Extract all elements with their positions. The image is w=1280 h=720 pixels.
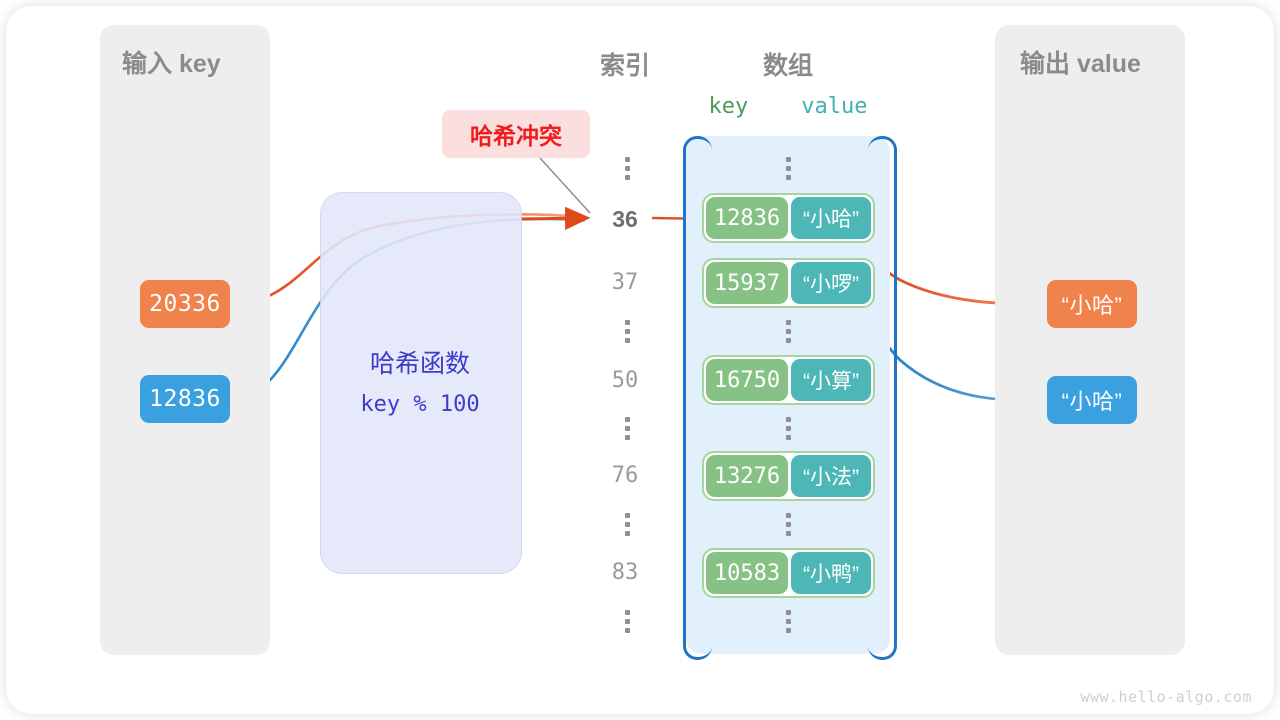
output-panel — [995, 25, 1185, 655]
output-value-label-0: “小哈” — [1061, 293, 1123, 318]
watermark: www.hello-algo.com — [1080, 688, 1252, 706]
array-ellipsis-0 — [781, 157, 795, 180]
array-bracket-left — [683, 136, 712, 660]
key-value-subheader: key value — [700, 94, 876, 119]
entry-value-36: “小哈” — [790, 197, 871, 239]
index-label-37: 37 — [611, 270, 639, 295]
entry-key-37: 15937 — [706, 262, 788, 304]
collision-badge: 哈希冲突 — [442, 110, 590, 158]
entry-key-50: 16750 — [706, 359, 788, 401]
hash-function-label: 哈希函数 — [369, 350, 470, 378]
hash-function-formula: key % 100 — [360, 392, 480, 417]
array-ellipsis-4 — [781, 610, 795, 633]
input-key-label-1: 12836 — [149, 386, 221, 412]
output-value-chip-0[interactable]: “小哈” — [1047, 280, 1137, 328]
input-key-chip-0[interactable]: 20336 — [140, 280, 230, 328]
array-entry-36[interactable]: 12836 “小哈” — [702, 193, 875, 243]
array-ellipsis-1 — [781, 320, 795, 343]
output-value-chip-1[interactable]: “小哈” — [1047, 376, 1137, 424]
array-entry-83[interactable]: 10583 “小鸭” — [702, 548, 875, 598]
array-column-header: 数组 — [762, 52, 813, 80]
entry-value-83: “小鸭” — [790, 552, 871, 594]
input-key-label-0: 20336 — [149, 291, 221, 317]
index-label-76: 76 — [611, 463, 639, 488]
entry-value-50: “小算” — [790, 359, 871, 401]
entry-value-76: “小法” — [790, 455, 871, 497]
array-entry-50[interactable]: 16750 “小算” — [702, 355, 875, 405]
index-ellipsis-2 — [620, 417, 634, 440]
input-key-chip-1[interactable]: 12836 — [140, 375, 230, 423]
collision-badge-label: 哈希冲突 — [470, 123, 562, 149]
collision-leader-line — [539, 157, 591, 214]
index-label-83: 83 — [611, 560, 639, 585]
output-panel-title: 输出 value — [1020, 50, 1141, 78]
array-bracket-right — [868, 136, 897, 660]
index-ellipsis-1 — [620, 320, 634, 343]
entry-value-37: “小啰” — [790, 262, 871, 304]
array-ellipsis-3 — [781, 513, 795, 536]
array-entry-37[interactable]: 15937 “小啰” — [702, 258, 875, 308]
entry-key-76: 13276 — [706, 455, 788, 497]
index-label-36: 36 — [612, 206, 638, 232]
index-ellipsis-4 — [620, 610, 634, 633]
index-ellipsis-3 — [620, 513, 634, 536]
input-panel — [100, 25, 270, 655]
flow-arrow-to-index-36 — [519, 206, 591, 231]
value-subheader-label: value — [801, 94, 868, 119]
entry-key-36: 12836 — [706, 197, 788, 239]
hash-function-box — [320, 192, 522, 574]
array-entry-76[interactable]: 13276 “小法” — [702, 451, 875, 501]
index-column-header: 索引 — [599, 52, 650, 80]
index-ellipsis-0 — [620, 157, 634, 180]
key-subheader-label: key — [708, 94, 749, 119]
array-ellipsis-2 — [781, 417, 795, 440]
output-value-label-1: “小哈” — [1061, 389, 1123, 414]
input-panel-title: 输入 key — [122, 50, 221, 78]
index-label-50: 50 — [611, 368, 639, 393]
entry-key-83: 10583 — [706, 552, 788, 594]
